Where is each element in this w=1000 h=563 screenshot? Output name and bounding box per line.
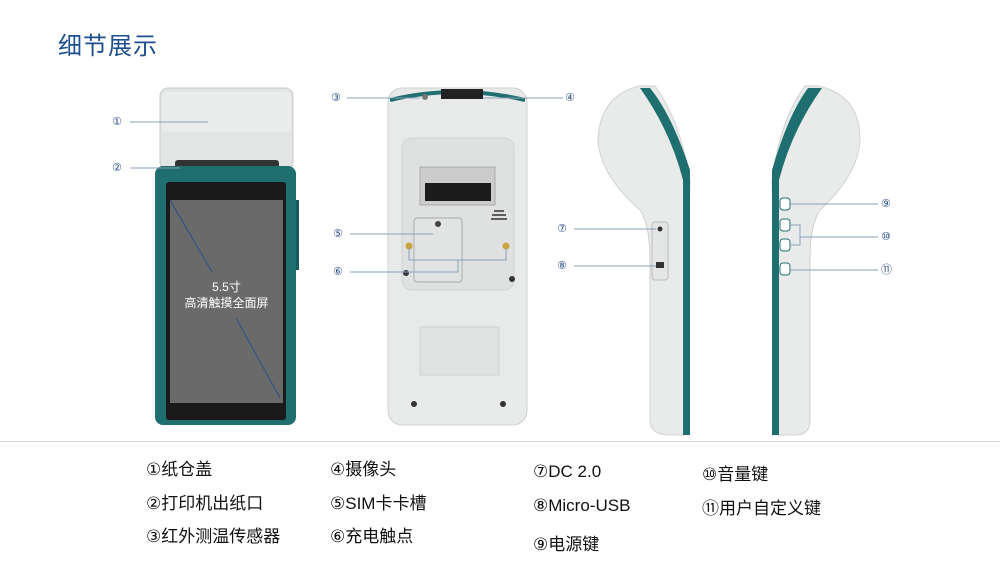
device-back-view (387, 87, 528, 426)
legend-item: ⑨电源键 (533, 535, 600, 554)
callout-5: ⑤ (333, 228, 343, 240)
screen-size-text: 5.5寸 (212, 280, 241, 294)
legend-item: ⑥充电触点 (330, 527, 414, 546)
legend-item: ③红外测温传感器 (146, 527, 281, 546)
legend-item: ⑤SIM卡卡槽 (330, 494, 427, 513)
callout-2: ② (112, 162, 122, 174)
legend-item: ⑩音量键 (702, 465, 769, 484)
screen-desc-text: 高清触摸全面屏 (184, 296, 269, 310)
callout-3: ③ (331, 92, 341, 104)
device-illustrations (130, 85, 878, 436)
callout-10: ⑩ (881, 231, 891, 243)
legend-item: ④摄像头 (330, 460, 397, 479)
callout-11: ⑪ (881, 264, 892, 276)
callout-4: ④ (565, 92, 575, 104)
legend-item: ②打印机出纸口 (146, 494, 264, 513)
callout-8: ⑧ (557, 260, 567, 272)
legend-item: ⑪用户自定义键 (702, 499, 821, 518)
callout-9: ⑨ (881, 198, 891, 210)
legend-item: ⑧Micro-USB (533, 496, 631, 515)
callout-lines (130, 97, 878, 273)
legend-item: ①纸仓盖 (146, 460, 213, 479)
callout-7: ⑦ (557, 223, 567, 235)
screen-caption: 5.5寸 高清触摸全面屏 (170, 279, 283, 311)
callout-6: ⑥ (333, 266, 343, 278)
callout-1: ① (112, 116, 122, 128)
divider (0, 441, 1000, 442)
device-side-view-left (597, 85, 691, 436)
device-side-view-right (771, 85, 861, 436)
page-title: 细节展示 (58, 33, 158, 60)
device-front-view (155, 87, 299, 425)
legend-item: ⑦DC 2.0 (533, 462, 602, 481)
